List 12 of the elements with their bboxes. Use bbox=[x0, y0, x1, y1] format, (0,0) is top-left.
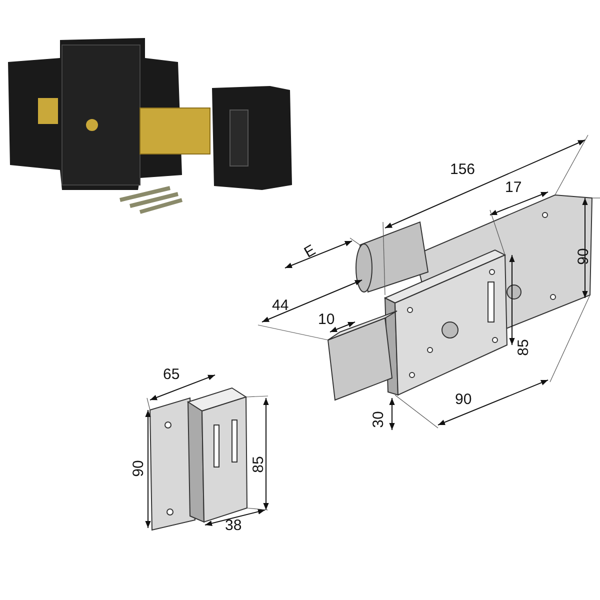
dimension-label: 85 bbox=[516, 339, 531, 356]
dimension-label: 17 bbox=[505, 180, 522, 195]
dimension-label: 38 bbox=[225, 518, 242, 533]
dimension-label: 10 bbox=[318, 312, 335, 327]
dimension-label: 90 bbox=[455, 392, 472, 407]
dimension-label: 85 bbox=[250, 456, 266, 473]
dimension-label: 30 bbox=[370, 411, 386, 428]
dimension-label: 156 bbox=[450, 162, 476, 177]
dimension-label: 90 bbox=[130, 460, 146, 477]
dimension-label: E bbox=[302, 242, 318, 260]
dimension-label: 65 bbox=[163, 367, 180, 382]
dimension-label: 44 bbox=[272, 298, 289, 313]
